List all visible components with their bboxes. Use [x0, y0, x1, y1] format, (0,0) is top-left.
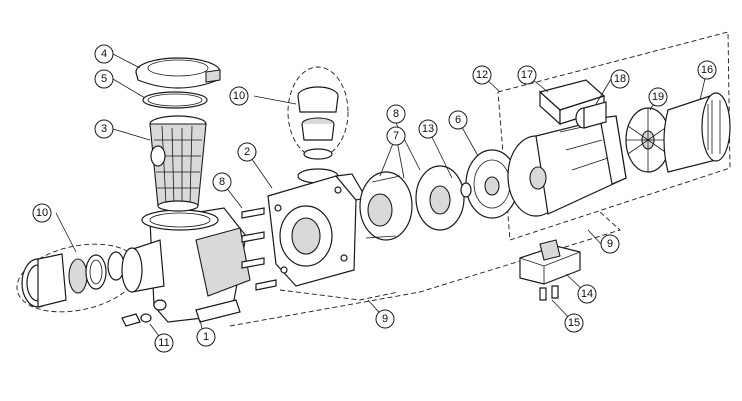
callout-8-left: 8: [212, 172, 232, 192]
callout-15: 15: [564, 313, 584, 333]
fan-cover: [663, 92, 731, 173]
callout-label: 5: [101, 73, 107, 85]
callout-label: 8: [393, 108, 399, 120]
capacitor-cover: [538, 79, 606, 126]
callout-10-upper: 10: [229, 86, 249, 106]
cooling-fan: [625, 107, 671, 173]
strainer-lid: [135, 57, 221, 89]
bolts-left: [241, 207, 277, 291]
callout-11: 11: [154, 333, 174, 353]
base-screws: [539, 285, 559, 301]
motor-base: [519, 239, 581, 285]
callout-label: 7: [393, 130, 399, 142]
callout-1: 1: [196, 327, 216, 347]
pump-housing: [121, 207, 251, 323]
callout-label: 9: [382, 313, 388, 325]
capacitor: [575, 101, 607, 129]
callout-13: 13: [418, 119, 438, 139]
drain-plug: [121, 313, 152, 327]
callout-label: 10: [233, 90, 245, 102]
callout-label: 13: [422, 123, 434, 135]
callout-label: 4: [101, 48, 107, 60]
callout-label: 17: [521, 69, 533, 81]
union-assembly-left: [21, 251, 125, 308]
callout-4: 4: [94, 44, 114, 64]
callout-label: 12: [476, 69, 488, 81]
callout-16: 16: [697, 60, 717, 80]
callout-label: 18: [614, 73, 626, 85]
callout-9-right: 9: [600, 234, 620, 254]
callout-label: 10: [36, 207, 48, 219]
diffuser: [359, 171, 413, 241]
callout-14: 14: [577, 284, 597, 304]
callout-label: 9: [607, 238, 613, 250]
callout-19: 19: [648, 87, 668, 107]
callout-label: 8: [219, 176, 225, 188]
callout-12: 12: [472, 65, 492, 85]
seal-housing: [267, 173, 367, 287]
callout-9-bottom: 9: [375, 309, 395, 329]
callout-label: 19: [652, 91, 664, 103]
callout-6: 6: [448, 110, 468, 130]
motor: [507, 115, 627, 217]
callout-label: 15: [568, 317, 580, 329]
union-assembly-upper: [297, 86, 339, 184]
callout-10-left: 10: [32, 203, 52, 223]
callout-17: 17: [517, 65, 537, 85]
callout-label: 2: [244, 146, 250, 158]
callout-3: 3: [94, 119, 114, 139]
callout-label: 14: [581, 288, 593, 300]
impeller: [415, 165, 465, 231]
callout-8-right: 8: [386, 104, 406, 124]
callout-label: 11: [158, 337, 169, 349]
callout-label: 16: [701, 64, 713, 76]
shaft-seal: [460, 182, 472, 198]
callout-18: 18: [610, 69, 630, 89]
callout-7: 7: [386, 126, 406, 146]
callout-label: 6: [455, 114, 461, 126]
lid-o-ring: [142, 91, 208, 109]
callout-label: 1: [203, 331, 209, 343]
callout-5: 5: [94, 69, 114, 89]
callout-2: 2: [237, 142, 257, 162]
callout-label: 3: [101, 123, 107, 135]
strainer-basket: [149, 115, 207, 212]
bolt-group-outline-upper: [279, 289, 399, 301]
